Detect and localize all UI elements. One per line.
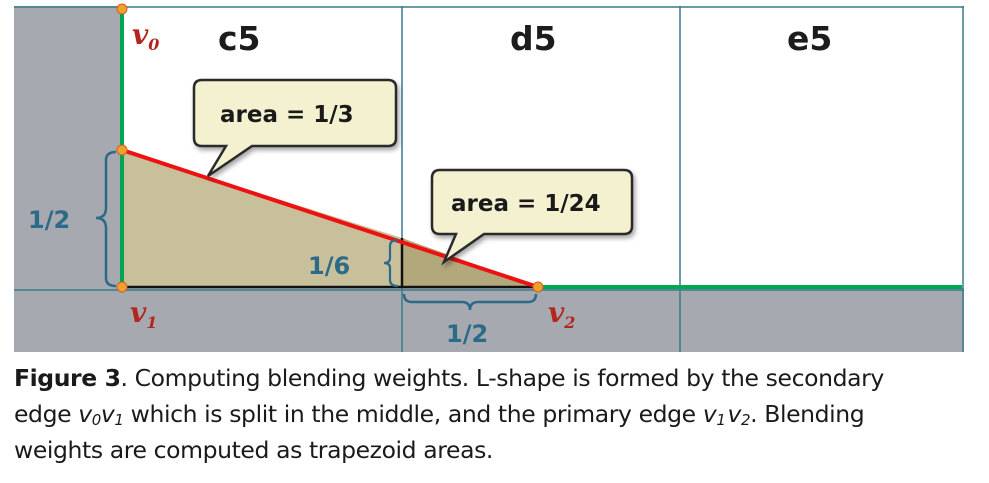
caption-line-1: Figure 3. Computing blending weights. L-… bbox=[14, 360, 982, 396]
callout-large-area bbox=[192, 78, 398, 178]
callout-small-text: area = 1/24 bbox=[451, 191, 601, 217]
bottom-width-brace bbox=[402, 293, 538, 311]
small-height-label: 1/6 bbox=[308, 252, 350, 280]
vertex-v2-dot bbox=[532, 281, 544, 293]
vertex-v0-dot bbox=[116, 3, 128, 15]
left-height-label: 1/2 bbox=[28, 206, 70, 234]
caption-edge-v0v1: v0v1 bbox=[78, 400, 124, 429]
vertex-label-v2: v2 bbox=[548, 296, 575, 332]
vertex-label-v1: v1 bbox=[130, 296, 157, 332]
cell-label-d5: d5 bbox=[510, 19, 557, 58]
cell-label-e5: e5 bbox=[787, 19, 832, 58]
vertex-v1-dot bbox=[116, 281, 128, 293]
callout-small-area bbox=[430, 168, 634, 266]
split-point-dot bbox=[116, 144, 128, 156]
caption-edge-v1v2: v1 v2 bbox=[702, 400, 751, 429]
caption-line-2: edge v0v1 which is split in the middle, … bbox=[14, 396, 982, 432]
cell-e5 bbox=[680, 6, 964, 288]
triangle-outline bbox=[122, 238, 538, 289]
caption-line2-a: edge bbox=[14, 400, 79, 428]
caption-line1-text: . Computing blending weights. L-shape is… bbox=[120, 364, 885, 392]
caption-figure-label: Figure 3 bbox=[14, 364, 121, 392]
caption-line-3: weights are computed as trapezoid areas. bbox=[14, 436, 493, 464]
small-height-brace bbox=[383, 238, 399, 288]
blending-weights-diagram: c5 d5 e5 v0 v1 v2 area = 1/3 area = 1/24… bbox=[14, 3, 964, 352]
grid-lines bbox=[14, 6, 964, 352]
blending-line bbox=[121, 148, 539, 289]
cell-d5 bbox=[402, 6, 680, 288]
callout-large-text: area = 1/3 bbox=[220, 102, 354, 128]
caption-line2-b: which is split in the middle, and the pr… bbox=[123, 400, 703, 428]
vertex-label-v0: v0 bbox=[132, 18, 159, 54]
caption-line2-c: . Blending bbox=[750, 400, 865, 428]
cell-label-c5: c5 bbox=[218, 19, 261, 58]
left-height-brace bbox=[95, 150, 117, 288]
area-large-trapezoid bbox=[122, 150, 402, 287]
bottom-width-label: 1/2 bbox=[446, 320, 488, 348]
figure-caption: Figure 3. Computing blending weights. L-… bbox=[14, 360, 982, 468]
